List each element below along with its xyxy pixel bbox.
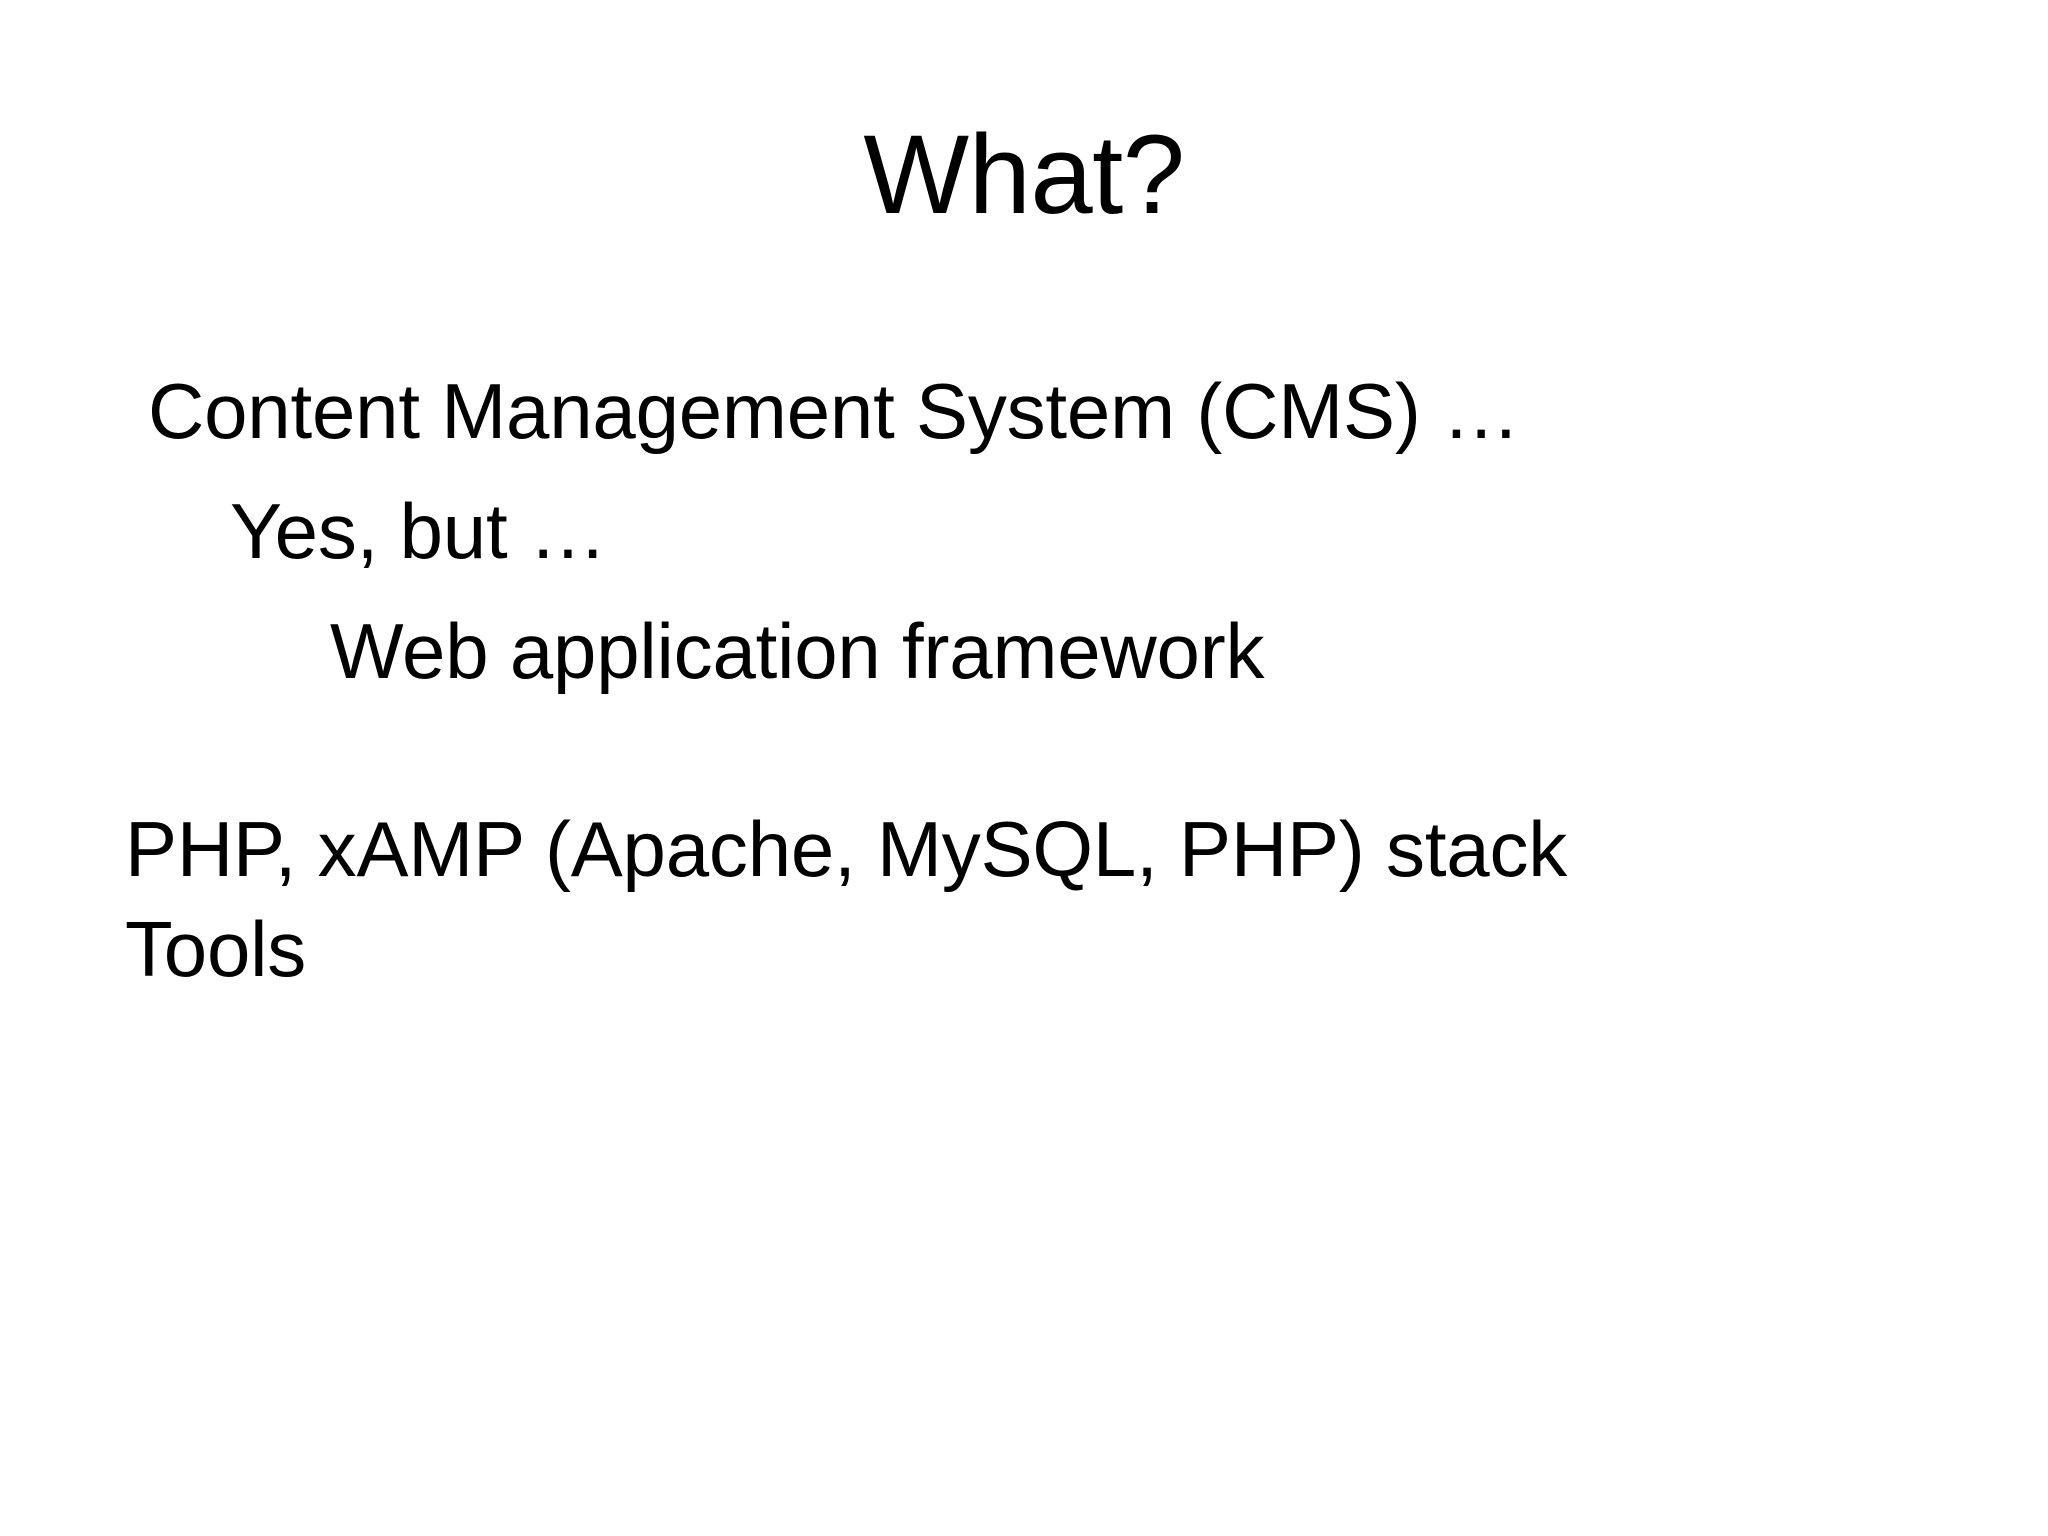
body-line-tools: Tools	[125, 905, 307, 993]
body-line-cms: Content Management System (CMS) …	[148, 367, 1520, 455]
body-line-web-application-framework: Web application framework	[330, 607, 1265, 695]
body-line-spacer	[0, 690, 2048, 768]
body-line-yes-but: Yes, but …	[230, 487, 607, 575]
slide-body: Content Management System (CMS) … Yes, b…	[0, 372, 2048, 988]
page-title: What?	[863, 112, 1185, 237]
body-line-php-xamp-stack: PHP, xAMP (Apache, MySQL, PHP) stack	[125, 805, 1568, 893]
